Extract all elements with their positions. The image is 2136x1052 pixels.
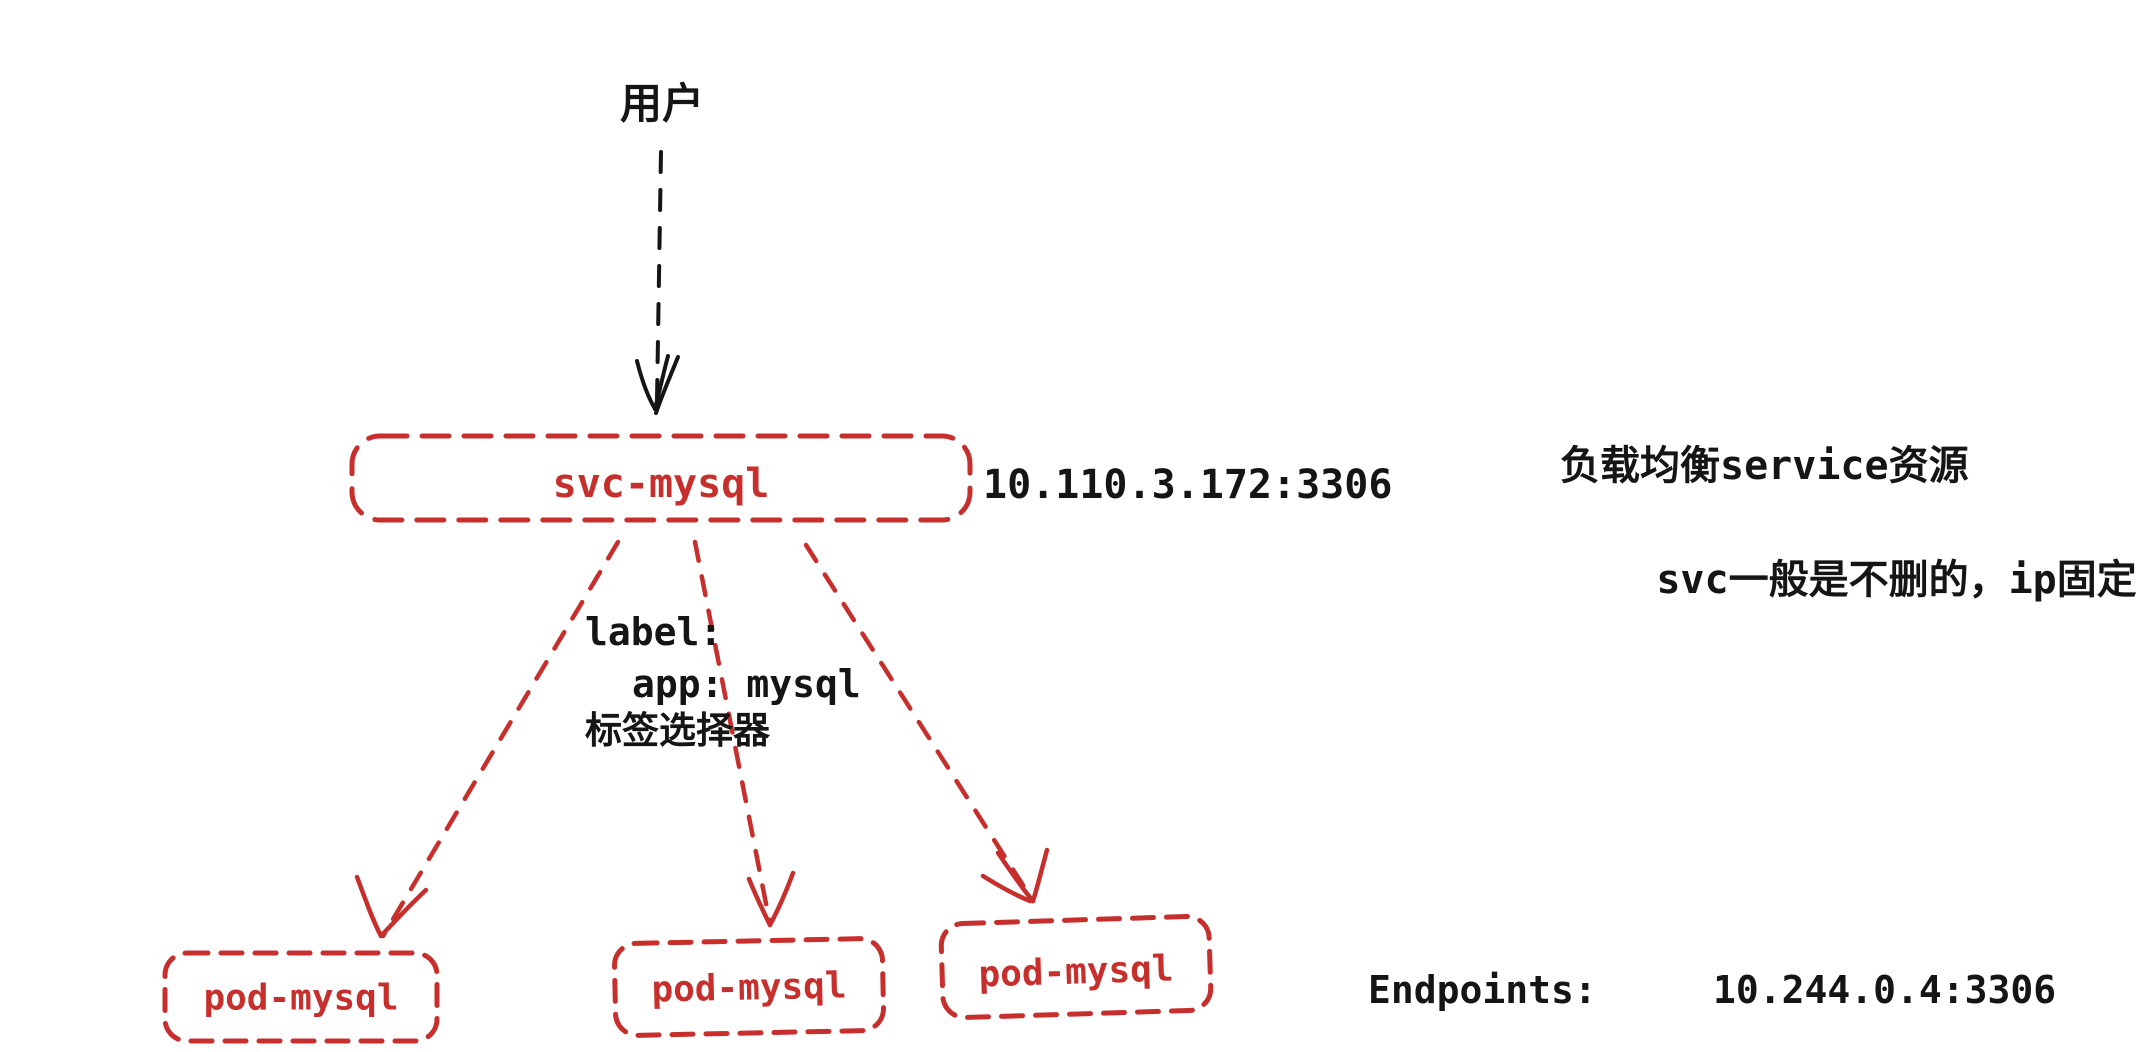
service-note-line2: svc一般是不删的，ip固定 [1656,557,2136,603]
endpoints-value: 10.244.0.4:3306 [1713,968,2057,1012]
service-note-line1: 负载均衡service资源 [1560,443,1969,489]
pod1-box [162,950,440,1044]
pod2-box [612,936,886,1038]
service-to-pod2-arrow-line [692,539,773,927]
service-note: 负载均衡service资源 svc一般是不删的，ip固定 [1560,438,2136,609]
user-to-service-arrow-line [655,150,663,402]
service-to-pod1-arrow-line [380,539,621,939]
user-arrowhead-right-stroke [653,354,670,411]
service-cluster-ip: 10.110.3.172:3306 [983,462,1393,508]
pod2-arrowhead-left-stroke [746,876,773,928]
pod3-arrowhead-right-stroke [1030,847,1050,904]
endpoints-label: Endpoints: [1368,968,1597,1012]
selector-app-line: app: mysql [632,662,861,706]
selector-caption: 标签选择器 [585,709,770,752]
pod1-arrowhead-left-stroke [354,874,384,939]
pod2-arrowhead-right-stroke [767,870,796,928]
pod2-name-label: pod-mysql [651,965,847,1011]
user-arrowhead-left-stroke [635,359,657,411]
user-label: 用户 [620,79,705,128]
pod3-arrowhead-left-stroke [995,850,1036,904]
service-box [349,433,973,523]
pod1-arrowhead-right-stroke [378,887,429,939]
pod1-name-label: pod-mysql [203,977,399,1019]
pod3-box [938,913,1214,1021]
service-to-pod3-arrow-line [803,542,1036,904]
pod3-name-label: pod-mysql [977,948,1175,996]
user-arrowhead-extra-stroke [654,355,680,415]
service-name-label: svc-mysql [552,461,770,507]
pod3-arrowhead-flare-stroke [980,873,1033,904]
selector-label-line: label: [585,610,723,654]
